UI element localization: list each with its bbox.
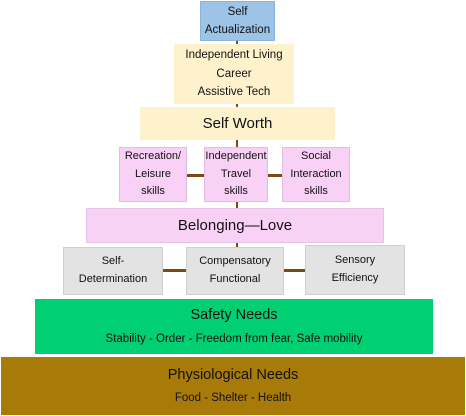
sensory-efficiency-box: Sensory Efficiency (305, 245, 405, 295)
recreation-line2: Leisure (134, 167, 172, 180)
connector-rec-to-travel (186, 174, 205, 177)
physiological-needs-subtitle: Food - Shelter - Health (174, 392, 292, 405)
belonging-love-box: Belonging—Love (86, 208, 384, 243)
independent-living-line3: Assistive Tech (197, 86, 271, 99)
self-actualization-line1: Self (227, 5, 248, 18)
sensory-line2: Efficiency (331, 272, 379, 284)
physiological-needs-box: Physiological Needs Food - Shelter - Hea… (1, 357, 465, 415)
social-line2: Interaction (290, 167, 342, 180)
recreation-line3: skills (141, 185, 165, 198)
compensatory-line2: Functional (209, 273, 261, 285)
independent-travel-line1: Independent (205, 150, 267, 163)
social-line1: Social (301, 150, 331, 163)
connector-worth-to-travel (236, 139, 238, 148)
connector-belong-to-comp (236, 242, 238, 248)
self-determination-line1: Self- (101, 255, 125, 268)
belonging-love-label: Belonging—Love (177, 216, 293, 234)
social-interaction-box: Social Interaction skills (282, 147, 350, 202)
connector-indep-to-worth (236, 103, 238, 108)
self-actualization-box: Self Actualization (200, 1, 275, 41)
connector-travel-to-belong (236, 201, 238, 209)
physiological-needs-title: Physiological Needs (167, 366, 299, 383)
independent-travel-box: Independent Travel skills (204, 147, 268, 202)
independent-travel-line3: skills (224, 185, 248, 198)
self-actualization-line2: Actualization (204, 24, 271, 36)
recreation-box: Recreation/ Leisure skills (119, 147, 187, 202)
recreation-line1: Recreation/ (124, 150, 182, 163)
self-worth-box: Self Worth (140, 107, 335, 140)
connector-travel-to-social (267, 174, 283, 177)
compensatory-functional-box: Compensatory Functional (186, 247, 284, 295)
independent-travel-line2: Travel (220, 167, 252, 180)
connector-comp-to-sensory (283, 269, 306, 272)
social-line3: skills (304, 185, 328, 198)
connector-selfdet-to-comp (162, 269, 187, 272)
safety-needs-box: Safety Needs Stability - Order - Freedom… (35, 299, 433, 354)
independent-living-line2: Career (216, 67, 252, 80)
self-worth-label: Self Worth (202, 114, 273, 132)
independent-living-line1: Independent Living (185, 49, 283, 62)
sensory-line1: Sensory (334, 254, 376, 267)
safety-needs-title: Safety Needs (190, 307, 278, 324)
connector-self-to-indep (236, 40, 238, 45)
safety-needs-subtitle: Stability - Order - Freedom from fear, S… (105, 332, 363, 345)
self-determination-line2: Determination (78, 273, 148, 285)
compensatory-line1: Compensatory (199, 255, 271, 268)
self-determination-box: Self- Determination (63, 247, 163, 295)
independent-living-box: Independent Living Career Assistive Tech (174, 44, 294, 104)
